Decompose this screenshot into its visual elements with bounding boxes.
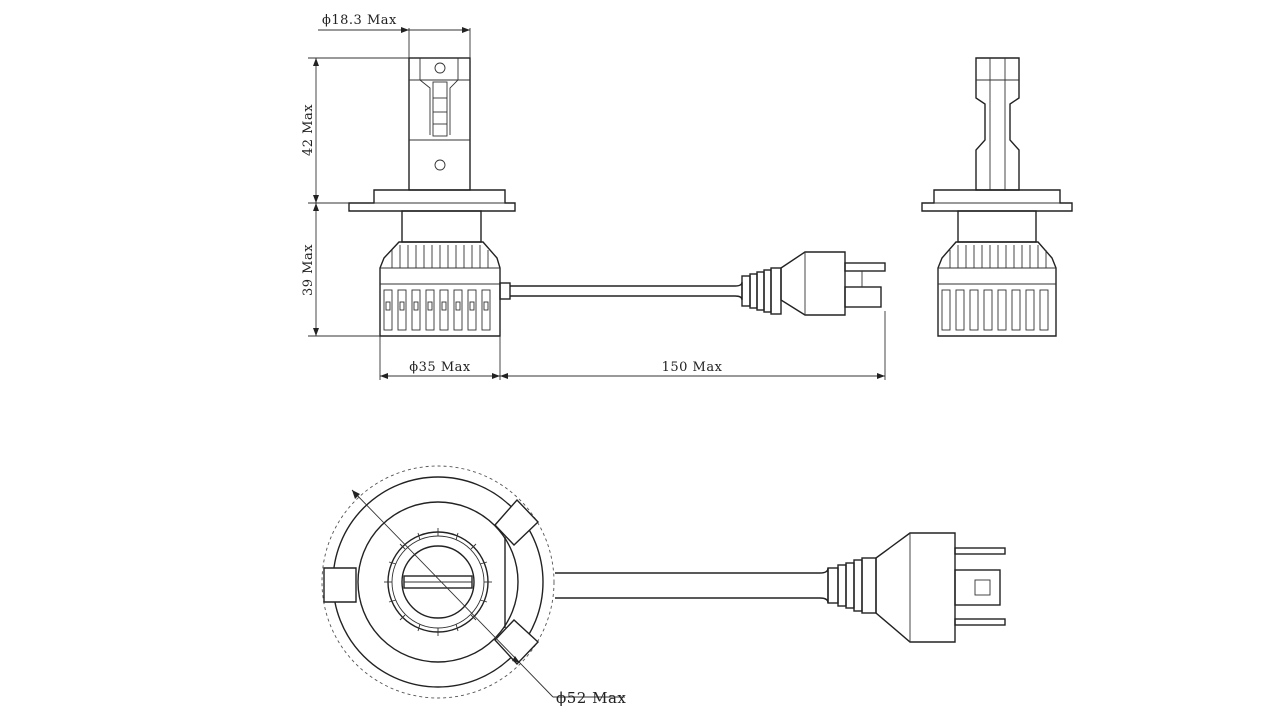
top-diameter-label: ϕ18.3 Max	[322, 13, 397, 28]
top-view	[321, 465, 1006, 699]
cable-length-label: 150 Max	[662, 360, 723, 375]
flange-diameter-label: ϕ52 Max	[556, 689, 626, 707]
upper-height-label: 42 Max	[301, 104, 316, 156]
lower-height-label: 39 Max	[301, 244, 316, 296]
front-view	[348, 57, 886, 337]
front-view-dimensions: ϕ18.3 Max 42 Max 39 Max ϕ35 Max 150 Max	[301, 13, 886, 380]
side-view	[921, 57, 1073, 337]
base-diameter-label: ϕ35 Max	[409, 360, 471, 375]
